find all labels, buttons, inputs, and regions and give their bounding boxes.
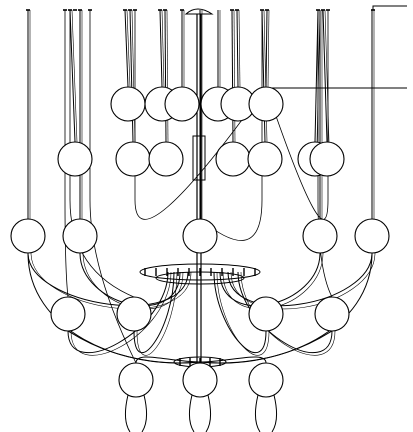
glass-globe <box>50 296 86 332</box>
glass-globe <box>115 141 151 177</box>
drop-wire <box>317 10 333 298</box>
curved-arm <box>133 271 175 354</box>
suspension-wire-pair <box>238 9 241 88</box>
glass-globe <box>247 141 283 177</box>
suspension-wire-pair <box>166 9 169 143</box>
suspension-wire <box>159 9 163 88</box>
glass-globe <box>148 141 184 177</box>
curved-arm <box>27 252 189 307</box>
glass-globe <box>62 218 98 254</box>
glass-globe <box>314 296 350 332</box>
sweep-arm <box>199 252 373 364</box>
glass-globe <box>118 362 154 398</box>
stem-sleeve <box>192 135 206 181</box>
glass-globe <box>309 141 345 177</box>
suspension-wire-pair <box>267 9 270 88</box>
glass-globe <box>164 86 200 122</box>
glass-globe <box>248 86 284 122</box>
hub-arm <box>199 356 267 364</box>
glass-globe <box>302 218 338 254</box>
curved-arm <box>237 271 333 354</box>
suspension-wire-pair <box>126 9 131 88</box>
drop-wire <box>64 10 69 298</box>
suspension-wire-pair <box>161 9 165 88</box>
hub-arm <box>135 356 201 364</box>
suspension-wire <box>236 9 239 88</box>
glass-globe <box>10 218 46 254</box>
suspension-wire <box>231 9 234 143</box>
glass-globe <box>110 86 146 122</box>
curl <box>271 394 278 432</box>
curl <box>254 394 261 432</box>
suspension-wire-pair <box>71 9 78 143</box>
glass-globe <box>182 218 218 254</box>
leader-line-top <box>372 5 407 10</box>
drop-wire <box>69 10 135 298</box>
callout-leader <box>266 5 407 89</box>
suspension-wire <box>69 9 76 143</box>
glass-globe <box>57 141 93 177</box>
glass-globe <box>215 141 251 177</box>
drop-wire <box>199 10 263 241</box>
suspension-wire <box>265 9 268 88</box>
glass-globe <box>248 296 284 332</box>
suspension-wire-pair <box>233 9 236 143</box>
glass-globes <box>10 86 390 398</box>
curved-arm-pair <box>70 271 172 356</box>
glass-globe <box>182 362 218 398</box>
curved-arm <box>67 271 169 354</box>
suspension-wire <box>314 9 319 143</box>
ceiling-rose <box>184 8 214 15</box>
suspension-wire-pair <box>316 9 321 143</box>
curved-arm-pair <box>230 252 376 310</box>
glass-globe <box>248 362 284 398</box>
curl <box>205 394 212 432</box>
suspension-wire <box>322 9 328 143</box>
curved-arm <box>227 252 373 307</box>
suspension-wire <box>164 9 167 143</box>
curl <box>124 394 131 432</box>
glass-globe <box>116 296 152 332</box>
central-hub <box>139 8 261 368</box>
drop-wire <box>134 10 267 220</box>
glass-globe <box>354 218 390 254</box>
curved-arm-pair <box>136 271 178 356</box>
hub-ring-upper <box>139 263 261 281</box>
drop-wire <box>265 10 329 220</box>
sweep-arm <box>67 330 201 364</box>
suspension-wire <box>124 9 129 88</box>
curved-arm-pair <box>240 271 336 356</box>
curl <box>188 394 195 432</box>
curl <box>141 394 148 432</box>
